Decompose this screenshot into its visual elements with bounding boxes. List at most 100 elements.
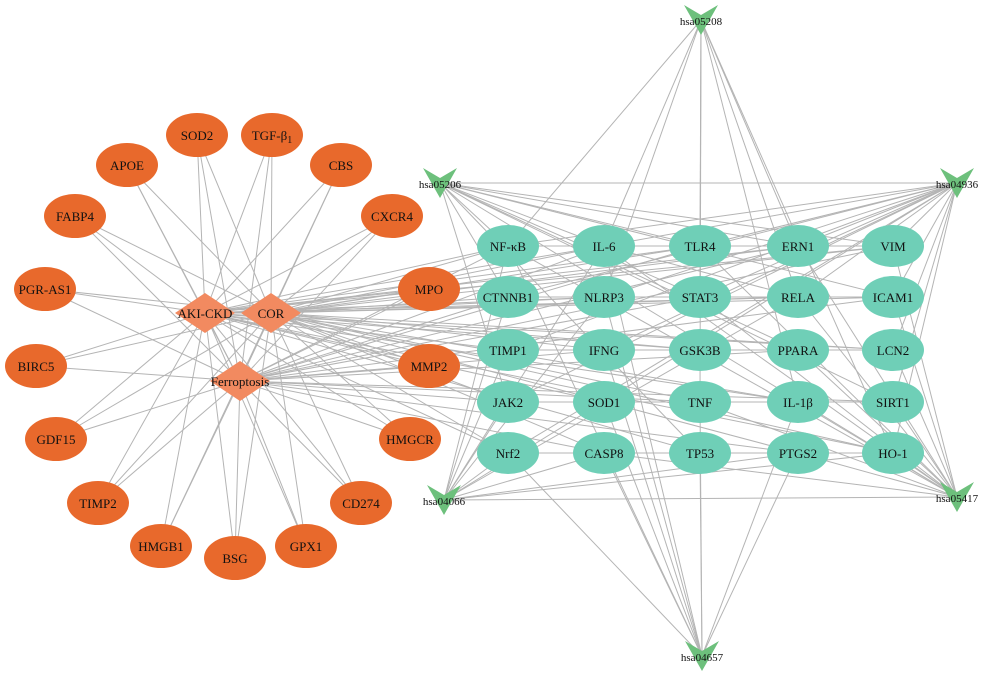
hub-node-cor[interactable]: COR [241, 293, 301, 333]
target-node-ifng[interactable]: IFNG [573, 329, 635, 371]
gene-ellipse [96, 143, 158, 187]
edge-p5206-stat3 [439, 182, 701, 298]
target-node-rela[interactable]: RELA [767, 276, 829, 318]
target-node-ern1[interactable]: ERN1 [767, 225, 829, 267]
node-label: COR [258, 306, 285, 321]
hub-node-ferro[interactable]: Ferroptosis [210, 361, 270, 401]
edge-gdf15-akick [55, 312, 206, 440]
target-ellipse [573, 432, 635, 474]
gene-node-birc5[interactable]: BIRC5 [5, 344, 67, 388]
target-node-il1b[interactable]: IL-1β [767, 381, 829, 423]
target-ellipse [669, 329, 731, 371]
target-node-tp53[interactable]: TP53 [669, 432, 731, 474]
hub-diamond [210, 361, 270, 401]
pathway-node-p5206[interactable]: hsa05206 [419, 168, 462, 198]
gene-ellipse [25, 417, 87, 461]
edge-hmgb1-akick [160, 312, 206, 547]
edge-gpx1-cor [270, 312, 307, 547]
target-node-nlrp3[interactable]: NLRP3 [573, 276, 635, 318]
gene-node-hmgcr[interactable]: HMGCR [379, 417, 441, 461]
target-node-stat3[interactable]: STAT3 [669, 276, 731, 318]
edge-timp2-cor [97, 312, 272, 504]
gene-ellipse [241, 113, 303, 157]
node-label: ICAM1 [873, 290, 913, 305]
node-label: HMGB1 [138, 539, 184, 554]
target-node-jak2[interactable]: JAK2 [477, 381, 539, 423]
edge-timp2-ferro [97, 380, 241, 504]
node-label: ERN1 [782, 239, 815, 254]
gene-node-tgfb1[interactable]: TGF-β1 [241, 113, 303, 157]
node-label: TP53 [686, 446, 714, 461]
target-ellipse [862, 225, 924, 267]
gene-node-cd274[interactable]: CD274 [330, 481, 392, 525]
target-node-gsk3b[interactable]: GSK3B [669, 329, 731, 371]
edge-p4936-lcn2 [892, 182, 958, 351]
gene-ellipse [275, 524, 337, 568]
gene-node-gdf15[interactable]: GDF15 [25, 417, 87, 461]
target-ellipse [477, 329, 539, 371]
gene-node-bsg[interactable]: BSG [204, 536, 266, 580]
gene-node-cbs[interactable]: CBS [310, 143, 372, 187]
gene-node-pgras1[interactable]: PGR-AS1 [14, 267, 76, 311]
gene-node-fabp4[interactable]: FABP4 [44, 194, 106, 238]
target-node-nrf2[interactable]: Nrf2 [477, 432, 539, 474]
gene-node-mpo[interactable]: MPO [398, 267, 460, 311]
hub-diamond [175, 293, 235, 333]
gene-node-sod2[interactable]: SOD2 [166, 113, 228, 157]
node-label: SOD2 [181, 128, 214, 143]
pathway-node-p5417[interactable]: hsa05417 [936, 482, 979, 512]
gene-ellipse [330, 481, 392, 525]
target-node-il6[interactable]: IL-6 [573, 225, 635, 267]
edge-timp2-akick [97, 312, 206, 504]
gene-node-cxcr4[interactable]: CXCR4 [361, 194, 423, 238]
target-ellipse [767, 381, 829, 423]
edge-fabp4-cor [74, 215, 272, 314]
target-node-tlr4[interactable]: TLR4 [669, 225, 731, 267]
edge-tgfb1-cor [270, 134, 273, 314]
node-label: CBS [329, 158, 354, 173]
target-node-ho1[interactable]: HO-1 [862, 432, 924, 474]
gene-node-apoe[interactable]: APOE [96, 143, 158, 187]
target-node-casp8[interactable]: CASP8 [573, 432, 635, 474]
edge-hmgb1-ferro [160, 380, 241, 547]
target-node-vim[interactable]: VIM [862, 225, 924, 267]
node-label: hsa04066 [423, 496, 466, 508]
edge-hmgcr-akick [204, 312, 411, 440]
target-ellipse [573, 225, 635, 267]
edge-p5417-casp8 [603, 452, 958, 498]
target-node-icam1[interactable]: ICAM1 [862, 276, 924, 318]
gene-node-gpx1[interactable]: GPX1 [275, 524, 337, 568]
node-label: JAK2 [493, 395, 523, 410]
edge-p4936-il6 [603, 182, 958, 247]
target-node-ppara[interactable]: PPARA [767, 329, 829, 371]
pathway-node-p4657[interactable]: hsa04657 [681, 641, 724, 671]
gene-ellipse [310, 143, 372, 187]
target-node-sirt1[interactable]: SIRT1 [862, 381, 924, 423]
edge-akick-nfkb [204, 245, 509, 314]
hub-node-akick[interactable]: AKI-CKD [175, 293, 235, 333]
node-label: AKI-CKD [178, 306, 233, 321]
gene-node-hmgb1[interactable]: HMGB1 [130, 524, 192, 568]
node-label: NLRP3 [584, 290, 624, 305]
node-label: TIMP2 [79, 496, 117, 511]
target-node-timp1[interactable]: TIMP1 [477, 329, 539, 371]
target-node-nfkb[interactable]: NF-κB [477, 225, 539, 267]
gene-ellipse [5, 344, 67, 388]
edge-p4657-casp8 [603, 452, 703, 657]
target-node-sod1[interactable]: SOD1 [573, 381, 635, 423]
edge-cd274-cor [270, 312, 362, 504]
target-node-lcn2[interactable]: LCN2 [862, 329, 924, 371]
pathway-node-p4936[interactable]: hsa04936 [936, 168, 979, 198]
target-node-ctnnb1[interactable]: CTNNB1 [477, 276, 539, 318]
pathway-node-p4066[interactable]: hsa04066 [423, 485, 466, 515]
target-node-tnf[interactable]: TNF [669, 381, 731, 423]
gene-node-timp2[interactable]: TIMP2 [67, 481, 129, 525]
node-label: CTNNB1 [483, 290, 534, 305]
target-ellipse [669, 276, 731, 318]
target-ellipse [573, 276, 635, 318]
pathway-node-p5208[interactable]: hsa05208 [680, 5, 723, 35]
gene-node-mmp2[interactable]: MMP2 [398, 344, 460, 388]
target-node-ptgs2[interactable]: PTGS2 [767, 432, 829, 474]
edge-p4066-timp1 [443, 349, 509, 501]
